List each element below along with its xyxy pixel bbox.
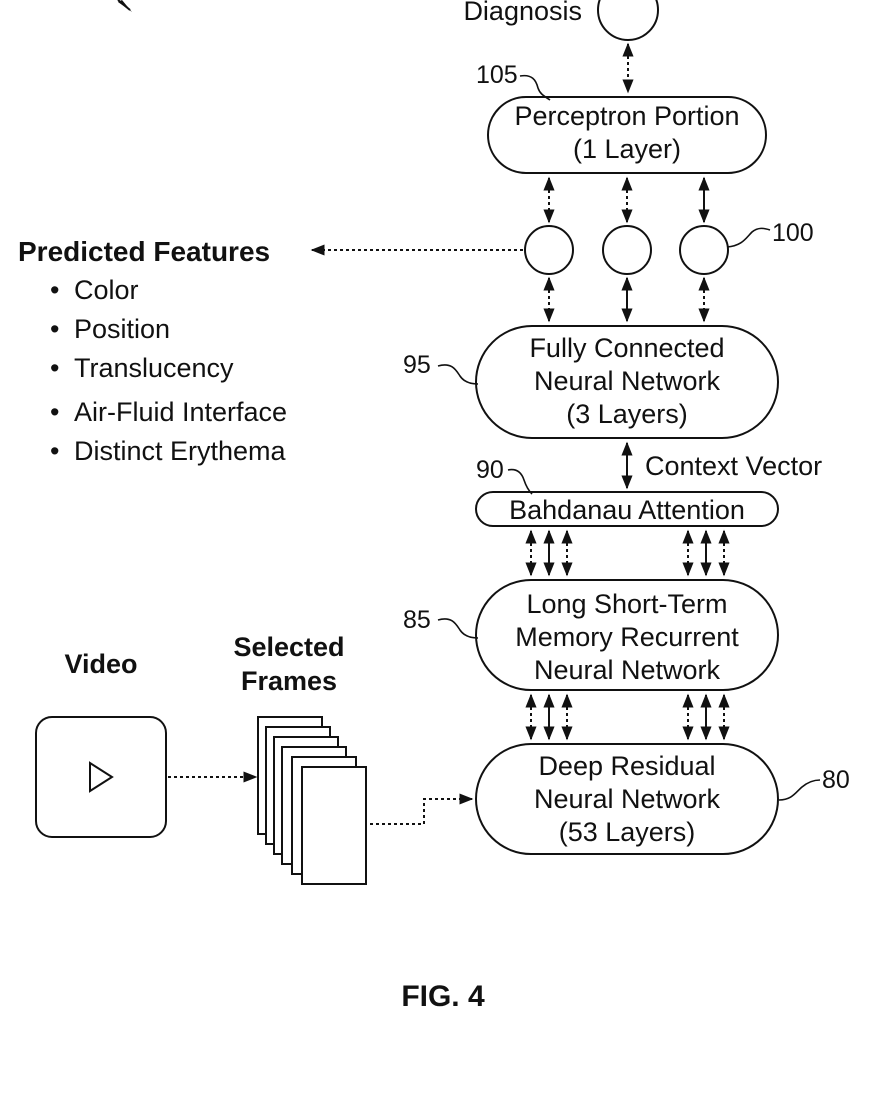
arrows-lstm-resnet [531, 695, 724, 739]
predicted-feature-color: Color [74, 275, 139, 305]
fcnn-line3: (3 Layers) [566, 399, 688, 429]
partial-arrowhead [118, 0, 132, 12]
attention-ref-leader [508, 470, 532, 494]
fcnn-line1: Fully Connected [529, 333, 724, 363]
perceptron-line1: Perceptron Portion [514, 101, 739, 131]
fcnn-ref-leader [438, 365, 478, 384]
diagnosis-label: Diagnosis [463, 0, 582, 26]
lstm-line3: Neural Network [534, 655, 721, 685]
bullet-1: • [50, 275, 59, 305]
predicted-feature-air-fluid: Air-Fluid Interface [74, 397, 287, 427]
fcnn-line2: Neural Network [534, 366, 721, 396]
resnet-ref-leader [779, 780, 820, 800]
feature-nodes-ref: 100 [772, 219, 814, 247]
resnet-line3: (53 Layers) [559, 817, 696, 847]
bullet-2: • [50, 314, 59, 344]
lstm-line1: Long Short-Term [526, 589, 727, 619]
frames-label-line1: Selected [233, 632, 344, 662]
lstm-line2: Memory Recurrent [515, 622, 739, 652]
selected-frames-stack [258, 717, 366, 884]
bullet-4: • [50, 397, 59, 427]
predicted-features-title: Predicted Features [18, 236, 270, 267]
attention-label: Bahdanau Attention [509, 495, 745, 525]
attention-ref: 90 [476, 456, 504, 484]
feature-node-2 [603, 226, 651, 274]
arrow-frames-to-resnet [370, 799, 472, 824]
predicted-feature-position: Position [74, 314, 170, 344]
perceptron-ref: 105 [476, 61, 518, 89]
resnet-line2: Neural Network [534, 784, 721, 814]
feature-nodes-ref-leader [727, 228, 770, 247]
arrows-attention-lstm [531, 531, 724, 575]
lstm-ref-leader [438, 619, 478, 638]
frames-label-line2: Frames [241, 666, 337, 696]
predicted-feature-translucency: Translucency [74, 353, 234, 383]
bullet-3: • [50, 353, 59, 383]
lstm-ref: 85 [403, 606, 431, 634]
perceptron-line2: (1 Layer) [573, 134, 681, 164]
resnet-line1: Deep Residual [538, 751, 715, 781]
bullet-5: • [50, 436, 59, 466]
context-vector-label: Context Vector [645, 451, 822, 481]
resnet-ref: 80 [822, 766, 850, 794]
feature-node-1 [525, 226, 573, 274]
video-label: Video [64, 649, 137, 679]
feature-node-3 [680, 226, 728, 274]
diagnosis-node [598, 0, 658, 40]
video-player-icon [36, 717, 166, 837]
figure-label: FIG. 4 [401, 980, 485, 1013]
predicted-feature-erythema: Distinct Erythema [74, 436, 287, 466]
fcnn-ref: 95 [403, 351, 431, 379]
